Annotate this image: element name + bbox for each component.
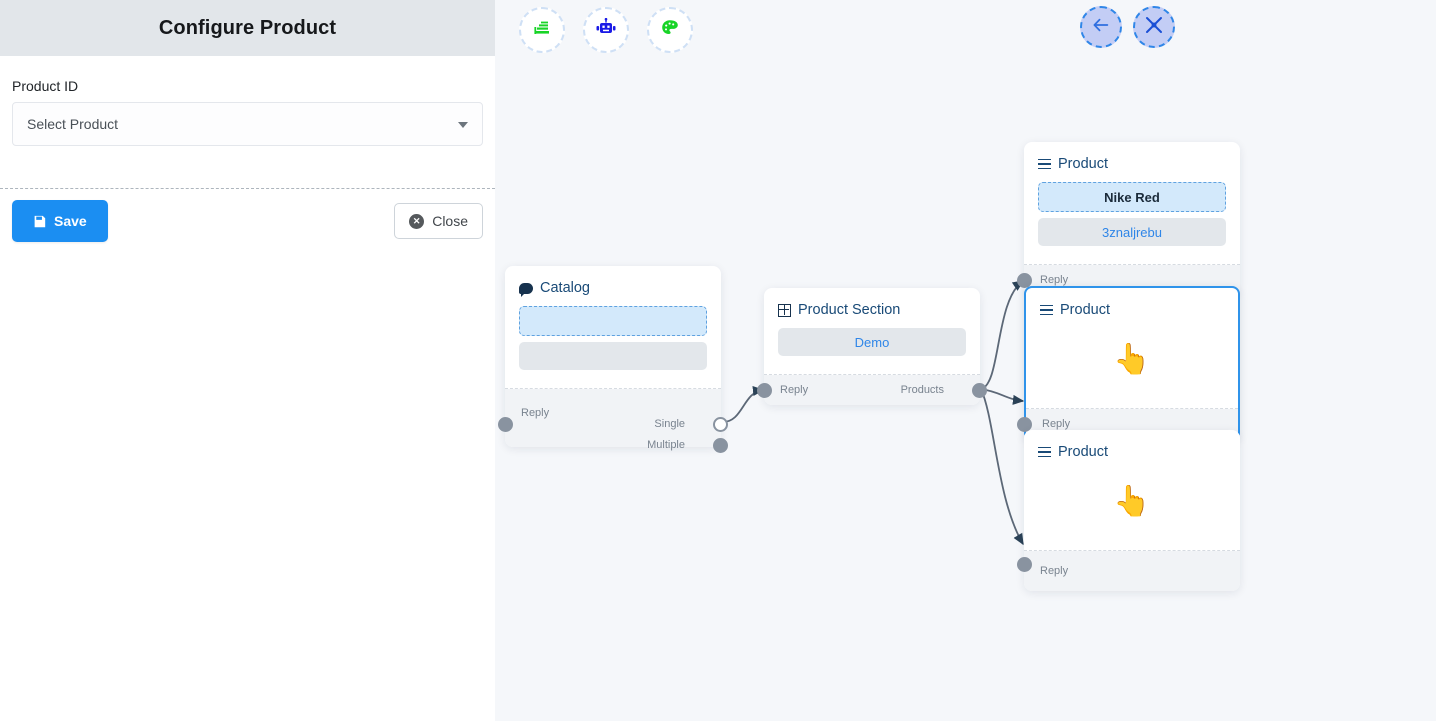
robot-icon [595,17,617,43]
product-id-select-value: Select Product [27,116,119,132]
collapse-icon [1145,16,1163,39]
configure-product-panel: Configure Product Product ID Select Prod… [0,0,495,721]
node-product-2-header: Product [1026,288,1238,328]
catalog-chip-2[interactable] [519,342,707,370]
catalog-port-multiple[interactable] [713,438,728,453]
node-product-section-footer: Reply Products [757,375,987,405]
product-3-port-reply-label: Reply [1040,565,1069,577]
node-product-1-title: Product [1058,156,1108,172]
node-product-3[interactable]: Product 👆 Reply [1017,430,1240,591]
list-icon [1038,446,1051,458]
toolbar-bot-button[interactable] [583,7,629,53]
grid-icon [778,303,791,317]
chat-bubble-icon [519,282,533,297]
product-section-port-reply[interactable] [757,383,772,398]
page-title: Configure Product [158,16,337,39]
arrow-left-icon [1092,17,1110,38]
product-1-port-reply-label: Reply [1040,274,1069,286]
node-product-2-title: Product [1060,302,1110,318]
close-button-label: Close [432,213,468,229]
chevron-down-icon [458,122,468,128]
node-product-section[interactable]: Product Section Demo Reply Products [757,288,987,405]
catalog-port-multiple-label: Multiple [647,439,685,451]
node-product-2-body: 👆 [1026,338,1238,409]
product-1-port-reply[interactable] [1017,273,1032,288]
product-2-port-reply-label: Reply [1042,418,1071,430]
node-product-2[interactable]: Product 👆 Reply [1017,286,1240,441]
node-product-section-body: Demo [764,328,980,375]
node-product-section-title: Product Section [798,302,901,318]
toolbar-stack-button[interactable] [519,7,565,53]
product-section-port-products-label: Products [900,384,944,396]
product-3-port-reply[interactable] [1017,557,1032,572]
product-section-port-products[interactable] [972,383,987,398]
list-icon [1040,304,1053,316]
pointer-hand-icon: 👆 [1113,485,1151,518]
panel-footer: Save ✕ Close [0,200,495,242]
panel-divider [0,188,495,189]
floppy-disk-icon [33,215,46,228]
node-product-section-header: Product Section [764,288,980,328]
node-product-3-body: 👆 [1024,480,1240,551]
node-catalog-header: Catalog [505,266,721,306]
catalog-port-reply[interactable] [498,417,513,432]
node-product-3-header: Product [1024,430,1240,470]
save-button-label: Save [54,213,87,229]
product-2-port-reply[interactable] [1017,417,1032,432]
stack-icon [532,18,552,43]
catalog-port-single-label: Single [654,418,685,430]
panel-body: Product ID Select Product [0,56,495,146]
product-1-chip-secondary[interactable]: 3znaljrebu [1038,218,1226,246]
list-icon [1038,158,1051,170]
node-product-3-footer: Reply [1017,551,1240,591]
node-product-1-body: Nike Red 3znaljrebu [1024,182,1240,265]
node-catalog[interactable]: Catalog Reply Single Multiple [498,266,728,453]
flow-canvas[interactable]: Save Catalog Reply Single Multiple [495,0,1436,721]
close-button[interactable]: ✕ Close [394,203,483,239]
catalog-chip-1[interactable] [519,306,707,336]
node-catalog-body [505,306,721,389]
pointer-hand-icon: 👆 [1113,343,1151,376]
toolbar-theme-button[interactable] [647,7,693,53]
node-catalog-title: Catalog [540,280,590,296]
node-product-1-header: Product [1024,142,1240,182]
palette-icon [660,18,680,43]
back-button[interactable] [1080,6,1122,48]
panel-header: Configure Product [0,0,495,56]
fit-view-button[interactable] [1133,6,1175,48]
product-section-port-reply-label: Reply [780,384,809,396]
node-product-1[interactable]: Product Nike Red 3znaljrebu Reply [1017,142,1240,295]
product-id-label: Product ID [12,78,79,94]
catalog-port-reply-label: Reply [521,407,550,419]
product-section-chip-demo[interactable]: Demo [778,328,966,356]
product-1-chip-primary[interactable]: Nike Red [1038,182,1226,212]
node-product-3-title: Product [1058,444,1108,460]
save-button[interactable]: Save [12,200,108,242]
catalog-port-single[interactable] [713,417,728,432]
node-catalog-footer: Reply Single Multiple [498,389,728,453]
product-id-select[interactable]: Select Product [12,102,483,146]
close-icon: ✕ [409,213,425,229]
